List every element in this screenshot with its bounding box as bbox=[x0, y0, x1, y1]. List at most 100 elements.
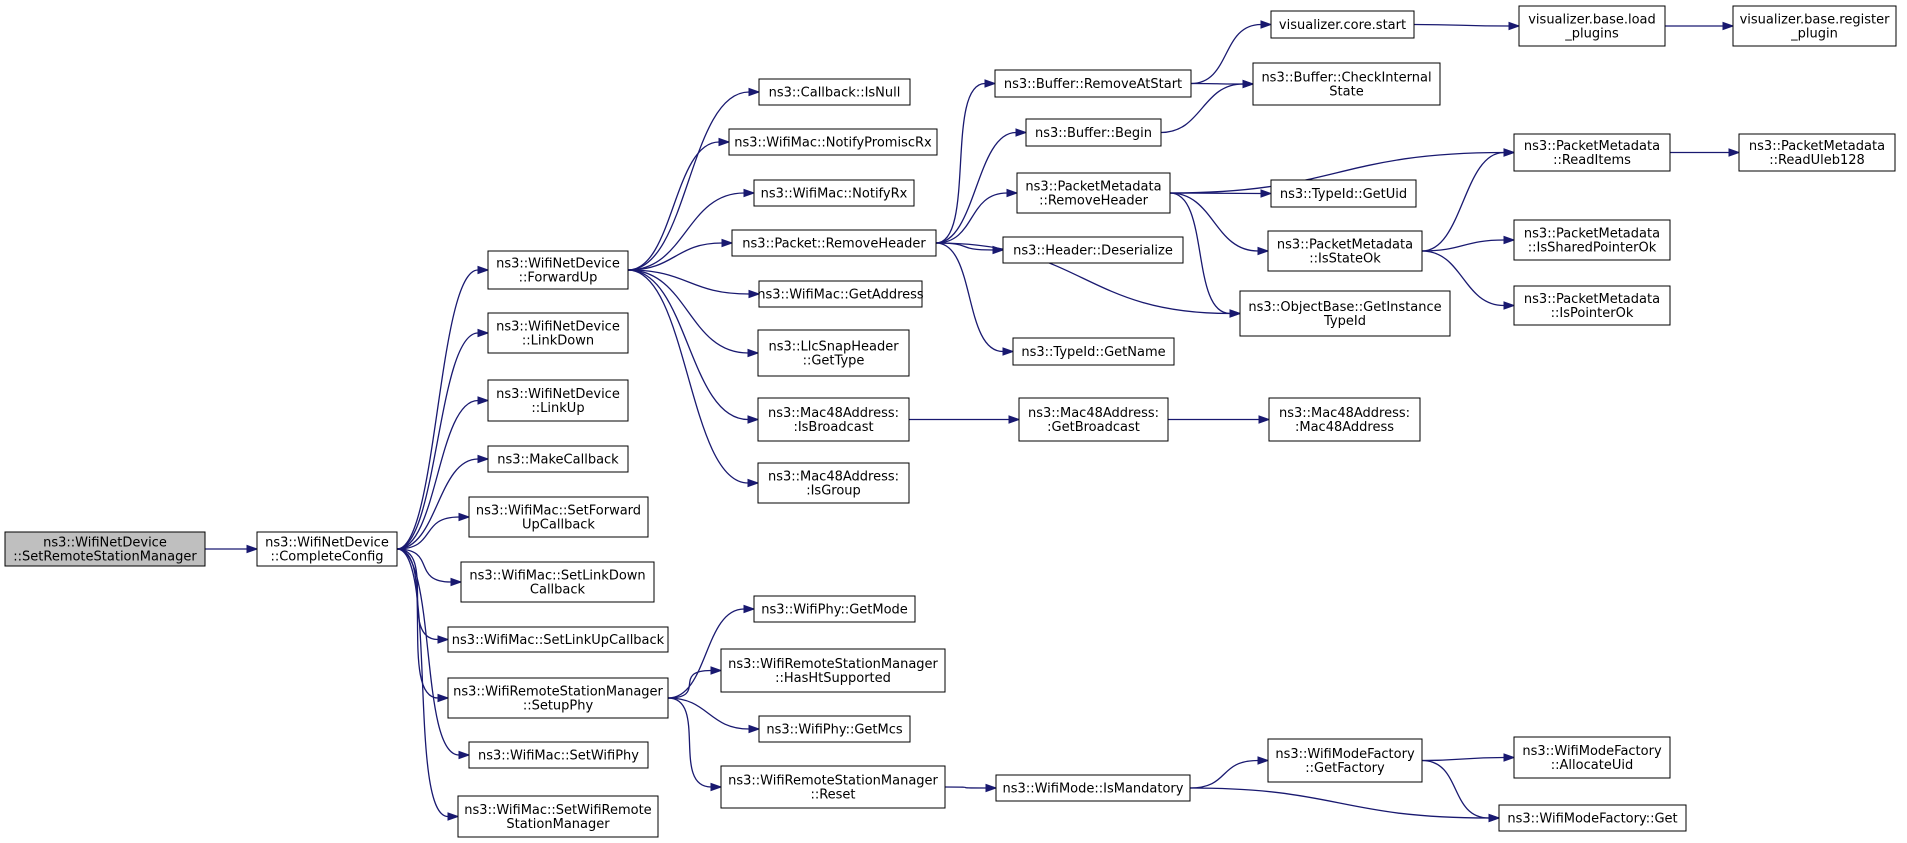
node-getmode[interactable]: ns3::WifiPhy::GetMode bbox=[753, 595, 916, 623]
edge-line bbox=[1189, 787, 1490, 819]
node-setwifiphy[interactable]: ns3::WifiMac::SetWifiPhy bbox=[468, 741, 649, 769]
edge-arrowhead bbox=[1488, 813, 1501, 823]
node-getbroadcast[interactable]: ns3::Mac48Address::GetBroadcast bbox=[1018, 397, 1169, 442]
node-isnull[interactable]: ns3::Callback::IsNull bbox=[758, 78, 911, 106]
edge-readitems-to-readuleb128 bbox=[1670, 148, 1741, 157]
node-isbroadcast[interactable]: ns3::Mac48Address::IsBroadcast bbox=[757, 397, 910, 442]
edge-line bbox=[396, 458, 479, 550]
node-corestart[interactable]: visualizer.core.start bbox=[1270, 10, 1415, 39]
node-box bbox=[1252, 62, 1441, 106]
node-label-line: ns3::PacketMetadata bbox=[1524, 227, 1660, 242]
node-getuid[interactable]: ns3::TypeId::GetUid bbox=[1270, 179, 1417, 208]
node-completeconfig[interactable]: ns3::WifiNetDevice::CompleteConfig bbox=[256, 531, 398, 567]
node-setlinkup[interactable]: ns3::WifiMac::SetLinkUpCallback bbox=[447, 626, 669, 653]
node-label-line: ns3::PacketMetadata bbox=[1025, 180, 1161, 195]
node-allocateuid[interactable]: ns3::WifiModeFactory::AllocateUid bbox=[1513, 736, 1671, 779]
edge-arrowhead bbox=[477, 396, 490, 405]
edge-root-to-completeconfig bbox=[205, 544, 259, 554]
node-label-line: ns3::PacketMetadata bbox=[1749, 139, 1885, 154]
node-removeatstart[interactable]: ns3::Buffer::RemoveAtStart bbox=[994, 69, 1192, 98]
node-deserialize[interactable]: ns3::Header::Deserialize bbox=[1002, 236, 1184, 264]
node-readuleb128[interactable]: ns3::PacketMetadata::ReadUleb128 bbox=[1738, 133, 1896, 172]
edge-forwardup-to-isgroup bbox=[627, 269, 760, 488]
edge-line bbox=[396, 548, 460, 756]
node-box bbox=[447, 677, 669, 719]
node-root[interactable]: ns3::WifiNetDevice::SetRemoteStationMana… bbox=[4, 531, 206, 567]
node-label-line: ns3::WifiPhy::GetMcs bbox=[766, 723, 903, 738]
node-reset[interactable]: ns3::WifiRemoteStationManager::Reset bbox=[720, 765, 946, 809]
edge-removeheader-to-getname bbox=[935, 242, 1015, 356]
node-box bbox=[468, 496, 649, 538]
edge-forwardup-to-llcgettype bbox=[627, 269, 760, 358]
node-label-line: _plugins bbox=[1564, 27, 1619, 42]
node-isgroup[interactable]: ns3::Mac48Address::IsGroup bbox=[757, 462, 910, 504]
node-setwifiremote[interactable]: ns3::WifiMac::SetWifiRemoteStationManage… bbox=[457, 795, 659, 838]
node-box bbox=[720, 648, 946, 693]
node-notifyrx[interactable]: ns3::WifiMac::NotifyRx bbox=[753, 179, 915, 207]
node-box bbox=[757, 462, 910, 504]
node-label-line: :IsBroadcast bbox=[793, 420, 873, 435]
edge-corestart-to-loadplugins bbox=[1413, 21, 1521, 31]
node-box bbox=[731, 229, 937, 257]
node-label-line: ns3::Header::Deserialize bbox=[1013, 244, 1173, 259]
node-makecallback[interactable]: ns3::MakeCallback bbox=[487, 445, 629, 473]
node-linkdown[interactable]: ns3::WifiNetDevice::LinkDown bbox=[487, 312, 629, 354]
node-label-line: ns3::TypeId::GetName bbox=[1021, 345, 1165, 360]
node-readitems[interactable]: ns3::PacketMetadata::ReadItems bbox=[1513, 133, 1671, 172]
node-label-line: ns3::ObjectBase::GetInstance bbox=[1248, 300, 1441, 315]
edge-line bbox=[627, 269, 749, 484]
node-forwardup[interactable]: ns3::WifiNetDevice::ForwardUp bbox=[487, 250, 629, 290]
node-label-line: ns3::PacketMetadata bbox=[1524, 292, 1660, 307]
edge-line bbox=[627, 269, 750, 295]
edge-arrowhead bbox=[450, 577, 463, 587]
node-removeheader[interactable]: ns3::Packet::RemoveHeader bbox=[731, 229, 937, 257]
node-label-line: ns3::WifiMac::SetLinkUpCallback bbox=[452, 633, 665, 648]
node-label-line: ns3::WifiModeFactory bbox=[1522, 744, 1662, 759]
node-ispointerok[interactable]: ns3::PacketMetadata::IsPointerOk bbox=[1513, 285, 1671, 326]
edge-line bbox=[1189, 759, 1259, 789]
node-loadplugins[interactable]: visualizer.base.load_plugins bbox=[1518, 5, 1666, 47]
node-setupphy[interactable]: ns3::WifiRemoteStationManager::SetupPhy bbox=[447, 677, 669, 719]
node-getmcs[interactable]: ns3::WifiPhy::GetMcs bbox=[758, 715, 911, 743]
node-mac48address[interactable]: ns3::Mac48Address::Mac48Address bbox=[1268, 397, 1421, 442]
node-isstateok[interactable]: ns3::PacketMetadata::IsStateOk bbox=[1267, 230, 1423, 272]
edge-removeheader-to-begin bbox=[935, 128, 1028, 244]
edge-line bbox=[627, 141, 720, 271]
edge-line bbox=[1421, 759, 1490, 819]
edge-completeconfig-to-setwifiphy bbox=[396, 548, 471, 760]
node-box bbox=[758, 280, 923, 308]
node-label-line: ::LinkUp bbox=[531, 401, 584, 416]
node-llcgettype[interactable]: ns3::LlcSnapHeader::GetType bbox=[757, 329, 910, 377]
node-getfactory[interactable]: ns3::WifiModeFactory::GetFactory bbox=[1267, 738, 1423, 783]
node-notifypromiscrx[interactable]: ns3::WifiMac::NotifyPromiscRx bbox=[728, 128, 938, 156]
edge-arrowhead bbox=[1006, 188, 1019, 198]
node-ismandatory[interactable]: ns3::WifiMode::IsMandatory bbox=[995, 774, 1191, 802]
node-label-line: ::Reset bbox=[810, 788, 855, 803]
node-getname[interactable]: ns3::TypeId::GetName bbox=[1012, 337, 1175, 366]
node-pmremoveheader[interactable]: ns3::PacketMetadata::RemoveHeader bbox=[1016, 172, 1171, 214]
edge-pmremoveheader-to-getinstance bbox=[1169, 192, 1242, 318]
edge-line bbox=[1413, 23, 1510, 27]
node-label-line: ns3::PacketMetadata bbox=[1524, 139, 1660, 154]
node-linkup[interactable]: ns3::WifiNetDevice::LinkUp bbox=[487, 379, 629, 422]
node-registerplugin[interactable]: visualizer.base.register_plugin bbox=[1732, 5, 1897, 47]
edge-line bbox=[935, 82, 986, 244]
edge-arrowhead bbox=[721, 238, 734, 248]
node-begin[interactable]: ns3::Buffer::Begin bbox=[1025, 118, 1162, 147]
node-label-line: ns3::Buffer::CheckInternal bbox=[1261, 71, 1431, 86]
node-hashtsupported[interactable]: ns3::WifiRemoteStationManager::HasHtSupp… bbox=[720, 648, 946, 693]
node-label-line: ::SetupPhy bbox=[523, 699, 594, 714]
edge-line bbox=[1421, 250, 1505, 307]
node-factoryget[interactable]: ns3::WifiModeFactory::Get bbox=[1498, 804, 1687, 832]
node-issharedpointerok[interactable]: ns3::PacketMetadata::IsSharedPointerOk bbox=[1513, 219, 1671, 261]
node-box bbox=[728, 128, 938, 156]
node-getaddress[interactable]: ns3::WifiMac::GetAddress bbox=[757, 280, 924, 308]
edge-completeconfig-to-setwifiremote bbox=[396, 548, 460, 821]
node-box bbox=[758, 715, 911, 743]
node-box bbox=[487, 250, 629, 290]
